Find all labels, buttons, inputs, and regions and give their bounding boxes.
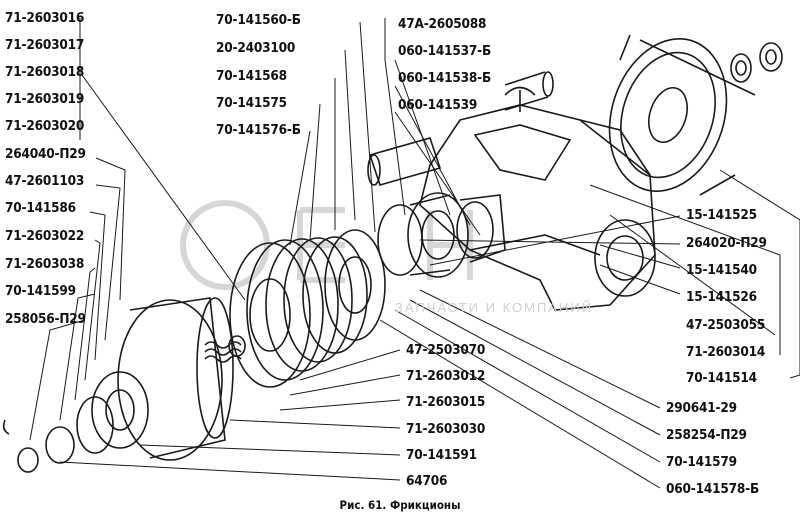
- part-label-left: 71-2603017: [5, 37, 85, 53]
- part-label-bottom-center: 71-2603012: [406, 368, 486, 384]
- springs: [204, 335, 246, 363]
- part-label-left: 70-141586: [5, 200, 76, 216]
- nut-top-right: [730, 42, 783, 83]
- part-label-right: 71-2603014: [686, 344, 766, 360]
- part-label-top-right: 060-141537-Б: [398, 43, 491, 59]
- clutch-hub-assembly: [377, 192, 506, 278]
- part-label-top-center: 20-2403100: [216, 40, 296, 56]
- part-label-bottom-right: 70-141579: [666, 454, 737, 470]
- part-label-top-center: 70-141568: [216, 68, 287, 84]
- part-label-bottom-right: 060-141578-Б: [666, 481, 759, 497]
- part-label-bottom-center: 64706: [406, 473, 448, 489]
- part-label-left: 264040-П29: [5, 146, 86, 162]
- part-label-right: 264020-П29: [686, 235, 767, 251]
- watermark-text: ЗАПЧАСТИ И КОМПАНИЙ: [395, 300, 594, 315]
- part-label-left: 71-2603022: [5, 228, 85, 244]
- part-label-left: 71-2603016: [5, 10, 85, 26]
- part-label-bottom-center: 47-2503070: [406, 342, 486, 358]
- part-label-left: 71-2603018: [5, 64, 85, 80]
- part-label-left: 71-2603038: [5, 256, 85, 272]
- part-label-right: 15-141540: [686, 262, 757, 278]
- gear-front: [2, 371, 149, 473]
- part-label-bottom-center: 71-2603030: [406, 421, 486, 437]
- part-label-right: 47-2503055: [686, 317, 766, 333]
- part-label-left: 258056-П29: [5, 311, 86, 327]
- brake-drum-rear: [608, 34, 756, 196]
- part-label-top-right: 060-141539: [398, 97, 478, 113]
- part-label-bottom-right: 258254-П29: [666, 427, 747, 443]
- part-label-top-center: 70-141560-Б: [216, 12, 301, 28]
- leader-lines: [29, 18, 800, 489]
- part-label-left: 71-2603020: [5, 118, 85, 134]
- brake-drum-front: [117, 297, 234, 461]
- part-label-top-center: 70-141576-Б: [216, 122, 301, 138]
- part-label-top-right: 47А-2605088: [398, 16, 487, 32]
- part-label-right: 15-141525: [686, 207, 757, 223]
- gearbox-housing: [419, 86, 656, 311]
- part-label-left: 70-141599: [5, 283, 76, 299]
- input-shaft: [367, 71, 554, 186]
- part-label-right: 15-141526: [686, 289, 757, 305]
- part-label-bottom-center: 71-2603015: [406, 394, 486, 410]
- figure-caption: Рис. 61. Фрикционы: [339, 498, 461, 512]
- friction-disc-stack: [229, 229, 386, 388]
- part-label-left: 71-2603019: [5, 91, 85, 107]
- part-label-left: 47-2601103: [5, 173, 85, 189]
- part-label-top-center: 70-141575: [216, 95, 287, 111]
- part-label-bottom-right: 290641-29: [666, 400, 737, 416]
- part-label-top-right: 060-141538-Б: [398, 70, 491, 86]
- part-label-bottom-center: 70-141591: [406, 447, 477, 463]
- part-label-right: 70-141514: [686, 370, 757, 386]
